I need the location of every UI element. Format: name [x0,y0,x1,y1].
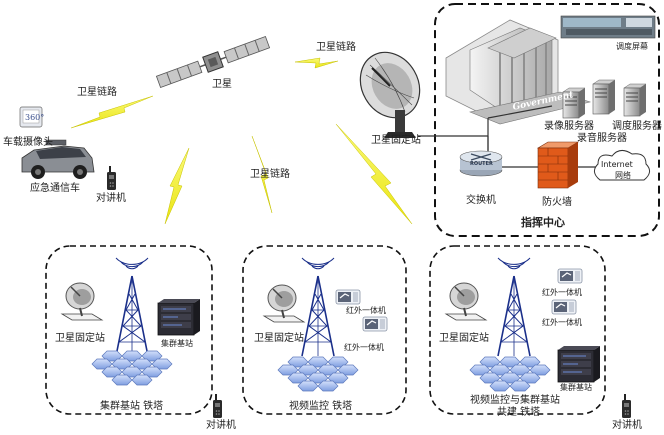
internet-label: Internet [601,160,633,169]
site3-station-label: 卫星固定站 [439,333,489,344]
walkie-talkie-top-label: 对讲机 [96,193,126,204]
camera-screen-label: 360° [25,113,45,122]
router-text: ROUTER [470,161,493,167]
server-stack-graphic [562,79,647,119]
site2-ir2-label: 红外一体机 [344,343,384,352]
vehicle-camera-graphic [19,106,43,128]
main-sat-station-label: 卫星固定站 [371,135,421,146]
audio-server-label: 录音服务器 [577,133,627,144]
site3-caption-1: 视频监控与集群基站 [470,395,560,406]
walkie-talkie-bottom2-label: 对讲机 [612,420,642,431]
dispatch-screen-graphic [560,15,656,39]
site1-base-label: 集群基站 [161,339,193,348]
site1-station-label: 卫星固定站 [55,333,105,344]
command-center-label: 指挥中心 [521,216,565,229]
main-satellite-dish-graphic [359,51,421,138]
site3-ir2-label: 红外一体机 [542,318,582,327]
firewall-label: 防火墙 [542,197,572,208]
internet-cloud-graphic [594,150,650,181]
emergency-vehicle-graphic [21,139,95,179]
site2-station-label: 卫星固定站 [254,333,304,344]
sat-link-top-label: 卫星链路 [316,42,356,53]
vehicle-camera-label: 车载摄像头 [3,137,53,148]
firewall-graphic [536,141,580,189]
satellite-label: 卫星 [212,79,232,90]
dispatch-server-label: 调度服务器 [612,121,662,132]
switch-label: 交换机 [466,195,496,206]
site1-caption: 集群基站 铁塔 [100,401,164,412]
emergency-vehicle-label: 应急通信车 [30,183,80,194]
walkie-talkie-top-graphic [107,166,116,190]
site2-caption: 视频监控 铁塔 [289,401,353,412]
dispatch-screen-label: 调度屏幕 [616,42,648,51]
router-graphic [459,150,503,177]
network-label: 网络 [615,171,631,180]
site3-caption-2: 共建 铁塔 [497,407,541,418]
site2-ir1-label: 红外一体机 [346,306,386,315]
video-server-label: 录像服务器 [544,121,594,132]
sat-link-left-label: 卫星链路 [77,87,117,98]
walkie-talkie-bottom1-label: 对讲机 [206,420,236,431]
site3-ir1-label: 红外一体机 [542,288,582,297]
satellite-graphic [155,36,271,88]
site3-base-label: 集群基站 [560,383,592,392]
sat-link-mid-label: 卫星链路 [250,169,290,180]
government-building-graphic [445,19,592,125]
